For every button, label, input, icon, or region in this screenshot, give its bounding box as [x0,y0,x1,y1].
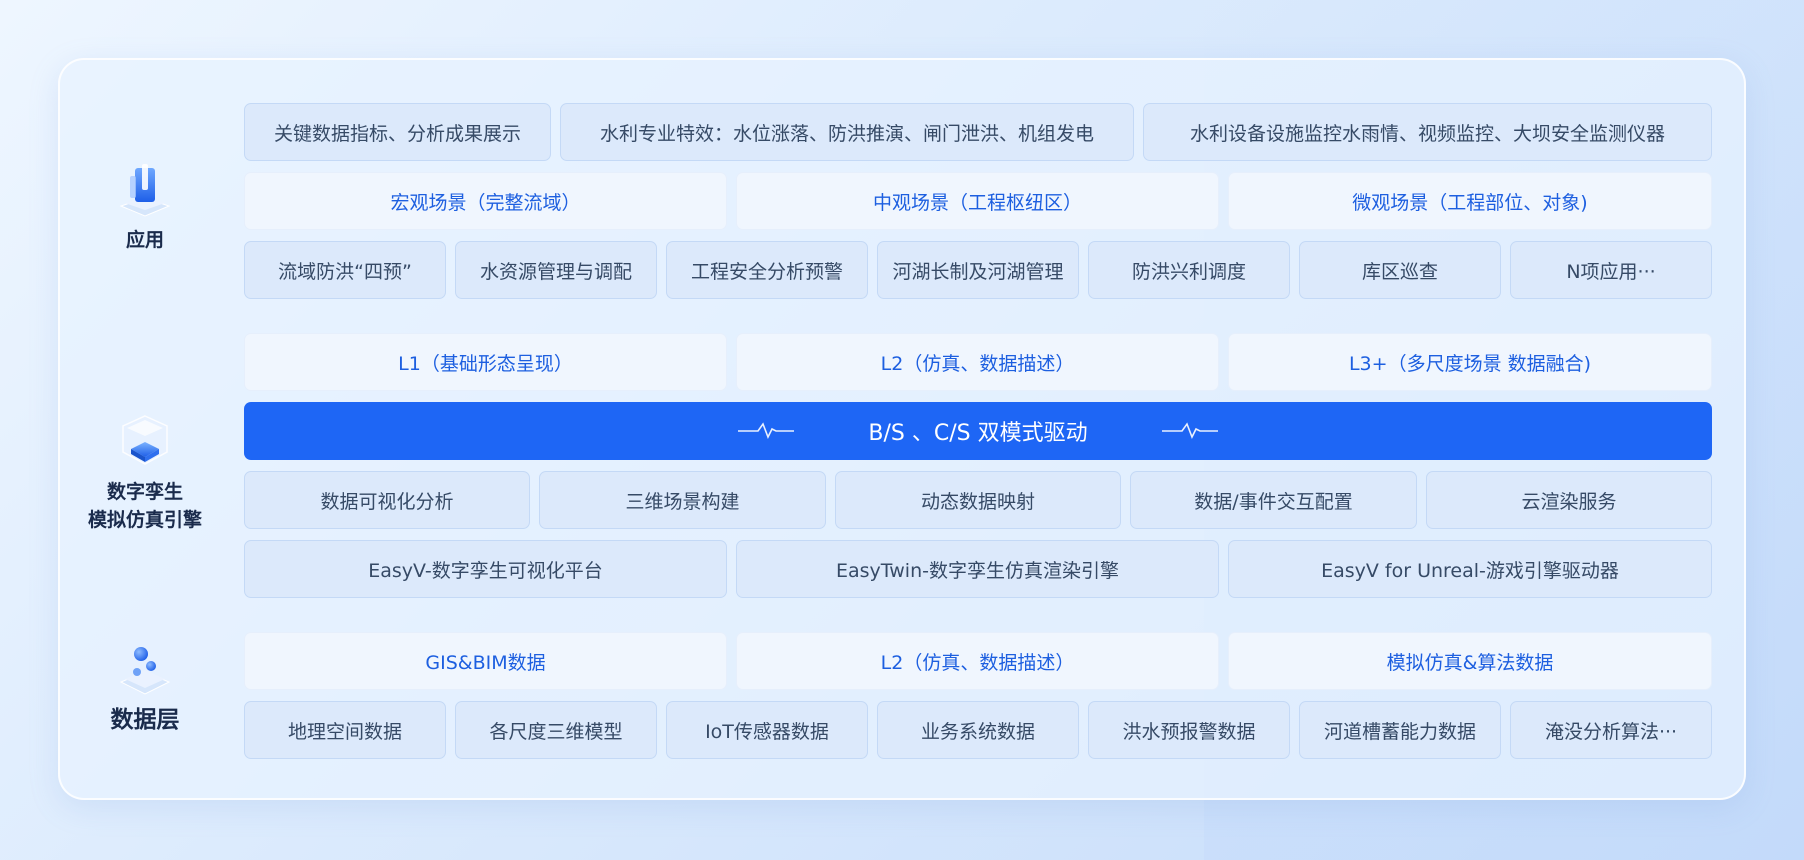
data-item-cell: 业务系统数据 [877,701,1079,759]
data-type-cell: L2（仿真、数据描述） [736,632,1219,690]
layer-label-data-text: 数据层 [110,707,180,733]
data-item-cell: 各尺度三维模型 [455,701,657,759]
pulse-line-icon [1162,422,1218,439]
engine-func-cell: 数据/事件交互配置 [1130,471,1417,529]
app-top-cell: 关键数据指标、分析成果展示 [244,103,551,161]
dual-mode-banner: B/S 、C/S 双模式驱动 [244,402,1712,460]
engine-platform-cell: EasyTwin-数字孪生仿真渲染引擎 [736,540,1219,598]
data-type-cell: 模拟仿真&算法数据 [1228,632,1712,690]
engine-func-cell: 动态数据映射 [835,471,1121,529]
app-item-cell: N项应用··· [1510,241,1712,299]
engine-level-cell: L1（基础形态呈现） [244,333,727,391]
engine-func-cell: 三维场景构建 [539,471,826,529]
data-item-cell: 洪水预报警数据 [1088,701,1290,759]
data-type-cell: GIS&BIM数据 [244,632,727,690]
banner-text: B/S 、C/S 双模式驱动 [868,421,1088,446]
pulse-line-icon [738,422,794,439]
app-item-cell: 流域防洪“四预” [244,241,446,299]
app-top-row: 关键数据指标、分析成果展示 水利专业特效：水位涨落、防洪推演、闸门泄洪、机组发电… [244,103,1712,161]
engine-func-cell: 数据可视化分析 [244,471,530,529]
engine-level-cell: L2（仿真、数据描述） [736,333,1219,391]
app-item-cell: 防洪兴利调度 [1088,241,1290,299]
app-scene-cell: 微观场景（工程部位、对象) [1228,172,1712,230]
app-item-cell: 库区巡查 [1299,241,1501,299]
engine-level-cell: L3+（多尺度场景 数据融合) [1228,333,1712,391]
app-scene-cell: 中观场景（工程枢纽区） [736,172,1219,230]
layer-label-engine: 数字孪生 模拟仿真引擎 [70,412,220,534]
engine-platform-cell: EasyV-数字孪生可视化平台 [244,540,727,598]
data-type-row: GIS&BIM数据 L2（仿真、数据描述） 模拟仿真&算法数据 [244,632,1712,690]
layer-label-app: 应用 [70,160,220,254]
app-items-row: 流域防洪“四预” 水资源管理与调配 工程安全分析预警 河湖长制及河湖管理 防洪兴… [244,241,1712,299]
engine-level-row: L1（基础形态呈现） L2（仿真、数据描述） L3+（多尺度场景 数据融合) [244,333,1712,391]
layer-label-engine-text: 数字孪生 模拟仿真引擎 [87,481,202,531]
engine-func-cell: 云渲染服务 [1426,471,1712,529]
engine-platform-cell: EasyV for Unreal-游戏引擎驱动器 [1228,540,1712,598]
engine-func-row: 数据可视化分析 三维场景构建 动态数据映射 数据/事件交互配置 云渲染服务 [244,471,1712,529]
app-scene-cell: 宏观场景（完整流域） [244,172,727,230]
engine-platform-row: EasyV-数字孪生可视化平台 EasyTwin-数字孪生仿真渲染引擎 Easy… [244,540,1712,598]
app-item-cell: 河湖长制及河湖管理 [877,241,1079,299]
data-item-cell: IoT传感器数据 [666,701,868,759]
data-spheres-icon [119,647,171,695]
layer-label-data: 数据层 [70,640,220,734]
data-items-row: 地理空间数据 各尺度三维模型 IoT传感器数据 业务系统数据 洪水预报警数据 河… [244,701,1712,759]
app-item-cell: 水资源管理与调配 [455,241,657,299]
app-scene-row: 宏观场景（完整流域） 中观场景（工程枢纽区） 微观场景（工程部位、对象) [244,172,1712,230]
app-item-cell: 工程安全分析预警 [666,241,868,299]
app-top-cell: 水利设备设施监控水雨情、视频监控、大坝安全监测仪器 [1143,103,1712,161]
data-item-cell: 地理空间数据 [244,701,446,759]
app-top-cell: 水利专业特效：水位涨落、防洪推演、闸门泄洪、机组发电 [560,103,1134,161]
layer-label-app-text: 应用 [125,229,164,251]
data-item-cell: 河道槽蓄能力数据 [1299,701,1501,759]
app-cube-icon [119,164,171,217]
data-item-cell: 淹没分析算法··· [1510,701,1712,759]
engine-box-icon [122,415,168,465]
